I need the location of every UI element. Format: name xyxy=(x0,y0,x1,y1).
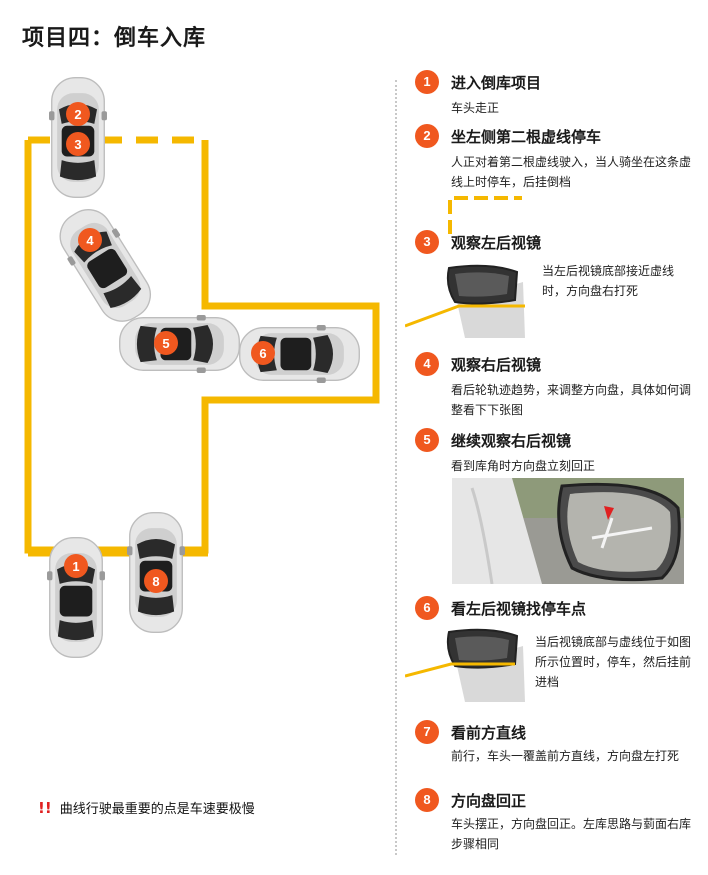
step-title-7: 看前方直线 xyxy=(451,724,527,742)
car-label-6: 6 xyxy=(251,341,275,365)
step-badge-6: 6 xyxy=(415,596,439,620)
svg-text:4: 4 xyxy=(86,233,94,248)
step-title-5: 继续观察右后视镜 xyxy=(451,432,572,450)
warning-note: !! 曲线行驶最重要的点是车速要极慢 xyxy=(38,798,255,817)
step-badge-3: 3 xyxy=(415,230,439,254)
step-desc-8: 车头摆正，方向盘回正。左库思路与菿面右库步骤相同 xyxy=(451,817,692,851)
svg-text:5: 5 xyxy=(162,336,169,351)
svg-text:3: 3 xyxy=(74,137,81,152)
step-badge-8: 8 xyxy=(415,788,439,812)
step-desc-6: 当后视镜底部与虚线位于如图所示位置时，停车，然后挂前进档 xyxy=(535,635,692,689)
car-label-4: 4 xyxy=(78,228,102,252)
car-label-8: 8 xyxy=(144,569,168,593)
car-4 xyxy=(48,198,163,333)
warning-text: 曲线行驶最重要的点是车速要极慢 xyxy=(59,802,255,817)
step-badge-4: 4 xyxy=(415,352,439,376)
step-badge-5: 5 xyxy=(415,428,439,452)
step-title-8: 方向盘回正 xyxy=(451,792,527,810)
step-desc-1: 车头走正 xyxy=(451,101,500,115)
step-desc-7: 前行，车头一覆盖前方直线，方向盘左打死 xyxy=(451,749,680,763)
step-desc-5: 看到库角时方向盘立刻回正 xyxy=(451,459,596,473)
car-label-2: 2 xyxy=(66,102,90,126)
svg-text:2: 2 xyxy=(74,107,81,122)
car-label-5: 5 xyxy=(154,331,178,355)
page-title: 项目四：倒车入库 xyxy=(22,26,207,51)
step-badge-1: 1 xyxy=(415,70,439,94)
car-5 xyxy=(118,314,241,374)
column-divider xyxy=(395,80,397,855)
svg-text:1: 1 xyxy=(72,559,79,574)
svg-text:8: 8 xyxy=(152,574,159,589)
svg-text:6: 6 xyxy=(259,346,266,361)
dashed-line-illustration xyxy=(448,196,522,234)
step-badge-7: 7 xyxy=(415,720,439,744)
right-mirror-photo xyxy=(452,478,684,584)
step-title-3: 观察左后视镜 xyxy=(451,234,542,252)
step-title-6: 看左后视镜找停车点 xyxy=(451,600,587,618)
step-desc-3: 当左后视镜底部接近虚线时，方向盘右打死 xyxy=(542,264,675,298)
step-title-4: 观察右后视镜 xyxy=(451,356,542,374)
side-mirror-icon xyxy=(405,262,525,338)
car-label-1: 1 xyxy=(64,554,88,578)
step-title-1: 进入倒库项目 xyxy=(451,74,542,92)
car-label-3: 3 xyxy=(66,132,90,156)
step-desc-2: 人正对着第二根虚线驶入，当人骑坐在这条虚线上时停车，后挂倒档 xyxy=(451,155,692,189)
step-title-2: 坐左侧第二根虚线停车 xyxy=(451,128,602,146)
step-badge-2: 2 xyxy=(415,124,439,148)
step-desc-4: 看后轮轨迹趋势，来调整方向盘，具体如何调整看下下张图 xyxy=(451,383,692,417)
side-mirror-icon-2 xyxy=(405,626,525,702)
warning-icon: !! xyxy=(38,799,52,817)
